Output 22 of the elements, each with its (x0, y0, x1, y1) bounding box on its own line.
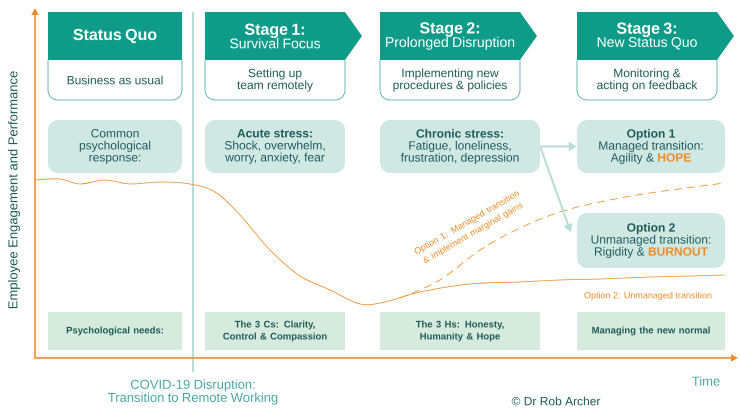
response-box: Option 2 Unmanaged transition: Rigidity & BURNOUT (577, 213, 725, 268)
node-label: Setting up team remotely (237, 68, 313, 92)
node-label: Monitoring & acting on feedback (597, 68, 698, 92)
copyright-note: © Dr Rob Archer (512, 396, 600, 406)
response-box: Option 1 Managed transition: Agility & HOPE (577, 120, 725, 173)
needs-box: Psychological needs: (48, 312, 182, 350)
node-label: Implementing new procedures & policies (393, 68, 507, 92)
response-box: Common psychological response: (48, 120, 182, 173)
stage-box: Stage 2: Prolonged Disruption Implementing new procedures & policies (380, 12, 537, 100)
axis-label: Time (692, 376, 720, 386)
response-box: Chronic stress: Fatigue, loneliness, frustration, depression (380, 120, 540, 173)
needs-box: The 3 Hs: Honesty, Humanity & Hope (380, 312, 540, 350)
stage-box: Stage 1: Survival Focus Setting up team remotely (204, 12, 362, 100)
event-label: COVID-19 Disruption: Transition to Remote Working (108, 379, 278, 405)
axis-label: Employee Engagement and Performance (8, 71, 20, 308)
stage-box: Status Quo Business as usual (48, 12, 182, 100)
node-label: Business as usual (68, 76, 163, 84)
needs-box: The 3 Cs: Clarity, Control & Compassion (205, 312, 345, 350)
curve-label: Option 2: Unmanaged transition (584, 292, 712, 300)
stage-box: Stage 3: New Status Quo Monitoring & acting on feedback (576, 12, 734, 100)
response-box: Acute stress: Shock, overwhelm, worry, anxiety, fear (205, 120, 345, 173)
needs-box: Managing the new normal (577, 312, 725, 350)
